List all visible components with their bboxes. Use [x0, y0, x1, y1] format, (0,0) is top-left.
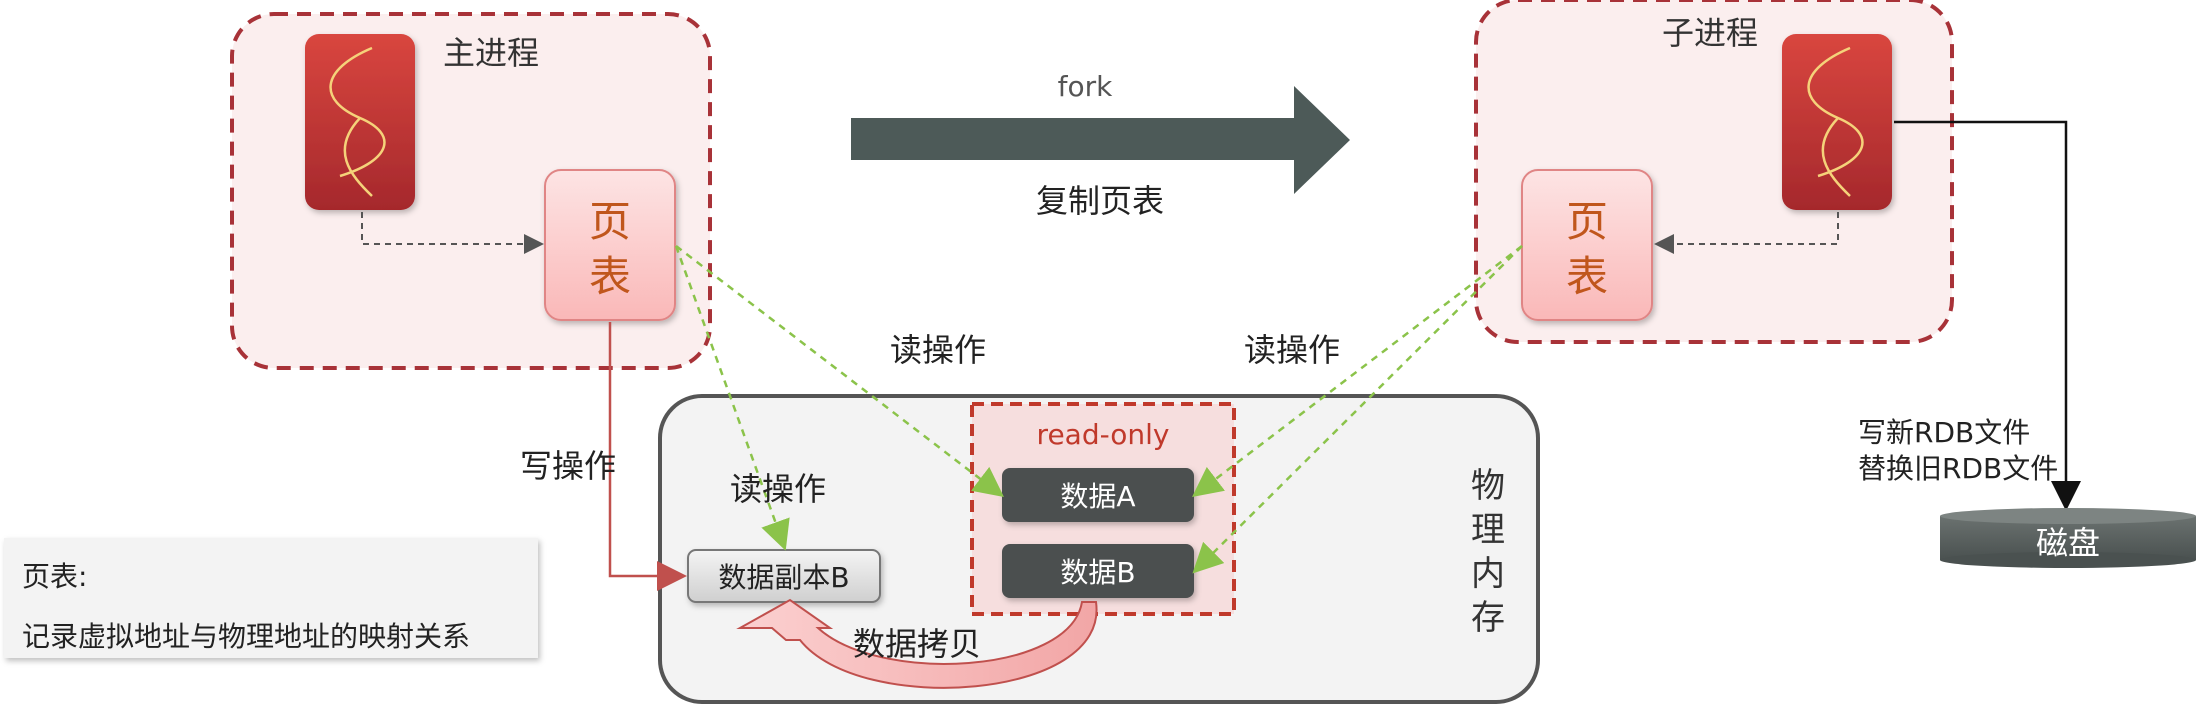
- write-new-rdb-label: 写新RDB文件: [1858, 416, 2030, 449]
- legend-description: 记录虚拟地址与物理地址的映射关系: [22, 620, 470, 653]
- child-read-data-b-arrow: [1192, 245, 1523, 574]
- data-copy-label: 数据拷贝: [853, 625, 981, 663]
- physical-memory-label: 物 理 内 存: [1471, 466, 1505, 638]
- data-b-box: 数据B: [1002, 544, 1194, 598]
- disk-label: 磁盘: [2036, 524, 2100, 562]
- child-page-table-char2: 表: [1566, 252, 1608, 301]
- replace-old-rdb-label: 替换旧RDB文件: [1858, 452, 2058, 485]
- child-to-disk-arrow: [1894, 120, 2081, 511]
- data-a-box: 数据A: [1002, 468, 1194, 522]
- svg-text:理: 理: [1471, 510, 1505, 550]
- main-read-op-label: 读操作: [890, 331, 986, 369]
- copy-read-op-label: 读操作: [730, 470, 826, 508]
- data-a-label: 数据A: [1060, 480, 1135, 513]
- data-b-label: 数据B: [1060, 556, 1135, 589]
- main-page-table-char1: 页: [589, 197, 631, 246]
- svg-text:内: 内: [1471, 554, 1505, 594]
- main-process-label: 主进程: [443, 34, 539, 72]
- child-process-label: 子进程: [1662, 14, 1758, 52]
- child-page-table: 页 表: [1521, 169, 1653, 321]
- data-copy-b-label: 数据副本B: [718, 561, 849, 594]
- main-read-data-a-arrow: [675, 245, 1004, 498]
- fork-arrow: [851, 86, 1350, 194]
- write-op-label: 写操作: [520, 447, 616, 485]
- legend-box: 页表: 记录虚拟地址与物理地址的映射关系: [4, 538, 538, 658]
- child-read-data-a-arrow: [1192, 245, 1523, 498]
- fork-label: fork: [1058, 70, 1114, 103]
- child-read-op-label: 读操作: [1244, 331, 1340, 369]
- data-copy-b-box: 数据副本B: [687, 549, 881, 603]
- write-op-arrow: [608, 322, 687, 591]
- svg-text:存: 存: [1471, 598, 1505, 638]
- svg-text:物: 物: [1471, 466, 1505, 506]
- child-thread-icon: [1782, 34, 1892, 210]
- main-page-table: 页 表: [544, 169, 676, 321]
- main-page-table-char2: 表: [589, 252, 631, 301]
- legend-title: 页表:: [22, 560, 87, 593]
- copy-page-table-label: 复制页表: [1036, 182, 1164, 220]
- main-thread-icon: [305, 34, 415, 210]
- disk-icon: 磁盘: [1940, 508, 2196, 568]
- data-copy-curve-arrow: [736, 598, 1098, 689]
- read-only-label: read-only: [1037, 418, 1170, 451]
- main-read-data-copy-arrow: [674, 245, 790, 551]
- child-page-table-char1: 页: [1566, 197, 1608, 246]
